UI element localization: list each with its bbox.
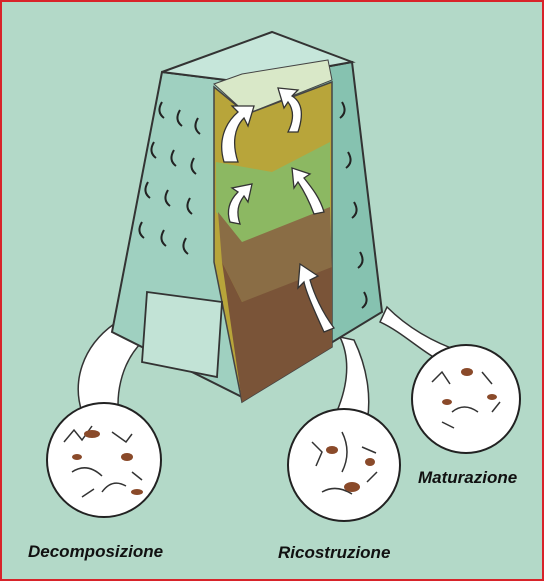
magnifier-circle-maturazione	[412, 345, 520, 453]
compost-bin-icon	[112, 32, 382, 402]
label-decomposizione: Decomposizione	[28, 542, 163, 562]
label-ricostruzione: Ricostruzione	[278, 543, 390, 563]
label-maturazione: Maturazione	[418, 468, 517, 488]
magnifier-circle-ricostruzione	[288, 409, 400, 521]
magnifier-circle-decomposizione	[47, 403, 161, 517]
bin-door	[142, 292, 222, 377]
